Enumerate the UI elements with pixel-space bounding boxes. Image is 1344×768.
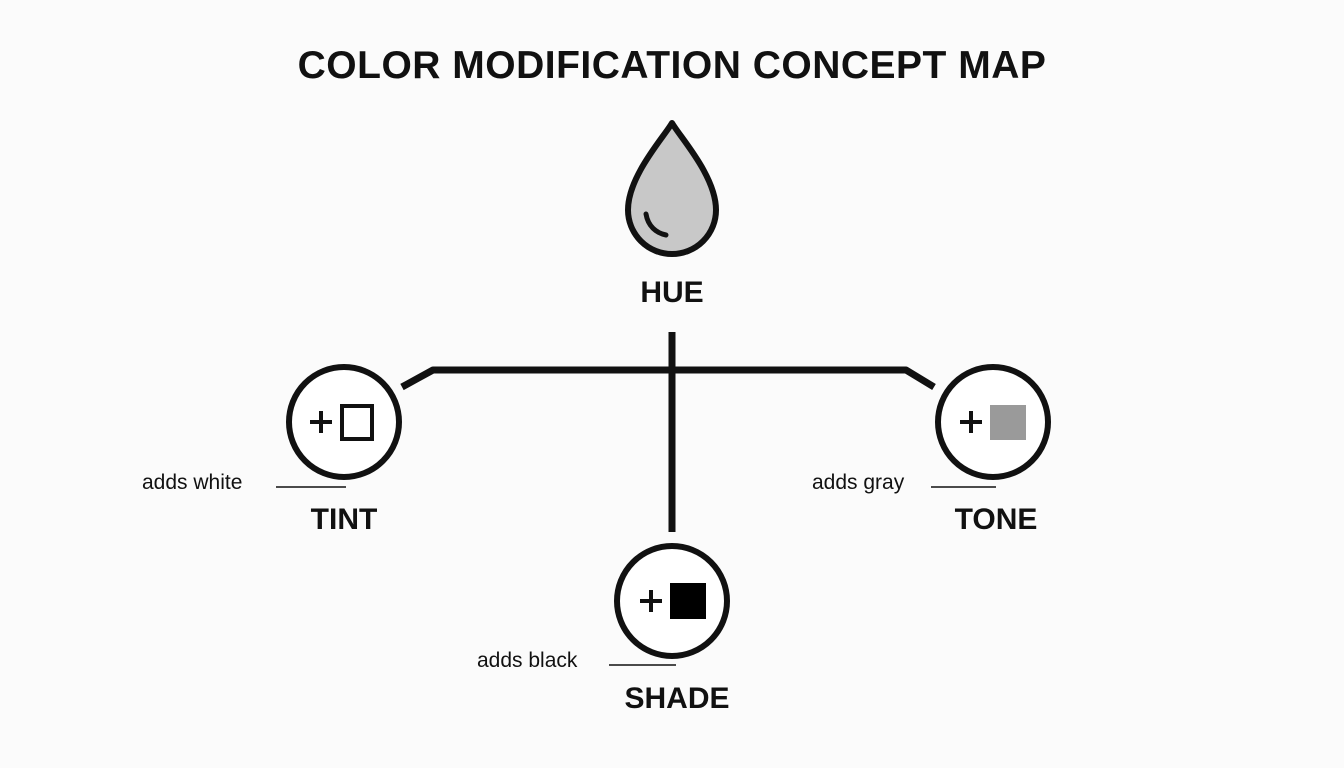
tint-annotation: adds white (142, 471, 243, 494)
annotation-leaders (276, 486, 996, 666)
shade-label: SHADE (624, 682, 730, 715)
tone-label: TONE (954, 503, 1038, 536)
diagram-title: COLOR MODIFICATION CONCEPT MAP (297, 44, 1047, 87)
tint-node (286, 364, 402, 480)
plus-black-square-icon (640, 583, 706, 619)
droplet-icon (625, 120, 719, 257)
hue-label: HUE (640, 276, 704, 309)
tone-node (935, 364, 1051, 480)
plus-gray-square-icon (960, 405, 1026, 440)
connectors (400, 332, 936, 532)
shade-node (614, 543, 730, 659)
plus-white-square-icon (310, 404, 374, 441)
connector-hue-tint (400, 366, 672, 391)
shade-annotation: adds black (477, 649, 578, 672)
tone-annotation: adds gray (812, 471, 905, 494)
connector-hue-tone (672, 366, 936, 390)
tint-label: TINT (310, 503, 378, 536)
